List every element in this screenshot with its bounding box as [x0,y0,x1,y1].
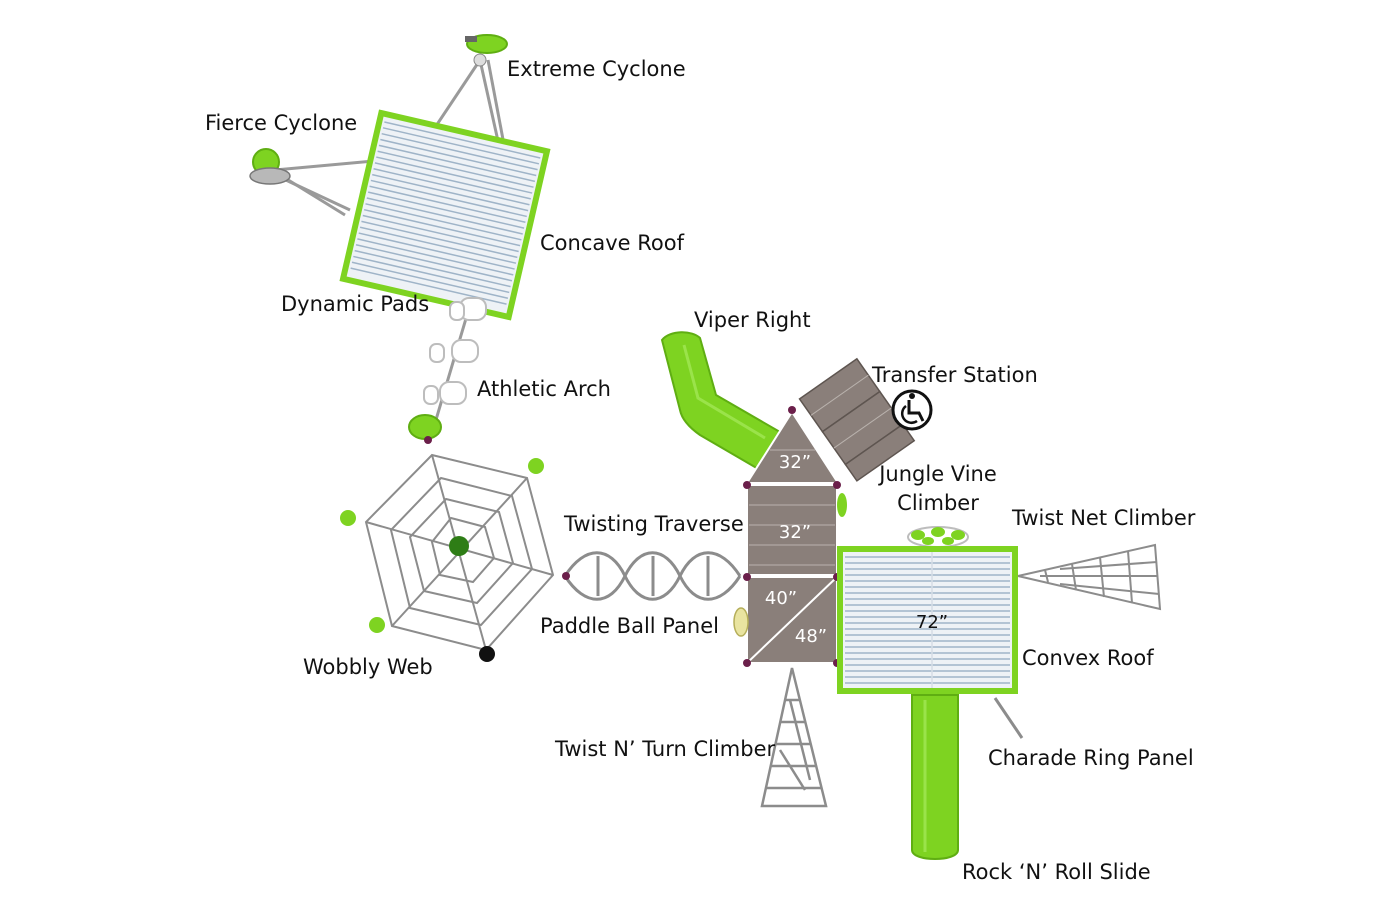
slat-line [362,214,519,253]
slat-line [355,244,513,282]
transfer-station [798,357,916,482]
label-wobbly-web: Wobbly Web [303,655,433,679]
label-convex-roof: Convex Roof [1022,646,1154,670]
slat-line [370,179,527,218]
concave-roof [339,109,551,321]
label-dynamic-pads: Dynamic Pads [281,292,429,316]
paddle-ball-post [562,572,570,580]
rock-n-roll-slide [911,694,959,860]
twisting-traverse [563,551,742,601]
label-concave-roof: Concave Roof [540,231,685,255]
deck-height-middle: 32” [779,522,811,543]
athletic-arch [408,297,487,444]
label-charade-ring-panel: Charade Ring Panel [988,746,1194,770]
slat-line [368,191,525,229]
slat-line [365,203,522,241]
slat-line [377,150,534,188]
wobbly-web-hubs [340,458,544,662]
convex-roof [837,546,1018,694]
paddle-ball-disc [733,607,749,637]
deck-height-top: 32” [779,452,811,473]
cyclone-frames [274,59,507,217]
label-twist-n-turn: Twist N’ Turn Climber [554,737,776,761]
slat-line [374,162,531,200]
twist-net-climber [1017,543,1162,611]
slat-line [353,255,510,294]
label-paddle-ball-panel: Paddle Ball Panel [540,614,719,638]
slat-line [351,261,509,300]
slat-line [384,121,541,159]
label-twist-net-climber: Twist Net Climber [1011,506,1196,530]
vine-leaf-accent [837,493,847,517]
slat-line [366,197,523,235]
viper-right-slide [660,331,782,472]
deck-height-lower-right: 48” [795,626,827,647]
twist-n-turn-climber [760,667,828,808]
deck-middle [746,484,838,576]
slat-line [354,249,511,288]
deck-height-lower-left: 40” [765,588,797,609]
slat-line [363,208,521,247]
jungle-vine-climber [907,526,969,548]
slat-line [373,168,530,206]
deck-triangle [745,410,840,484]
slat-line [380,138,537,177]
slat-line [358,232,515,270]
wheelchair-icon [891,389,933,431]
label-extreme-cyclone: Extreme Cyclone [507,57,686,81]
extreme-cyclone-seat [465,34,508,67]
slat-line [381,132,538,171]
label-twisting-traverse: Twisting Traverse [563,512,744,536]
slat-line [361,220,518,259]
slat-line [357,238,514,276]
slat-line [378,144,536,183]
charade-ring-panel-shape [993,697,1024,739]
fierce-cyclone-seat [249,148,291,185]
label-jungle-vine-line2: Climber [897,491,979,515]
slat-line [376,156,533,194]
deck-height-roof: 72” [916,612,948,633]
slat-line [382,127,540,165]
label-fierce-cyclone: Fierce Cyclone [205,111,357,135]
slat-line [369,185,526,224]
label-rock-n-roll-slide: Rock ‘N’ Roll Slide [962,860,1151,884]
label-viper-right: Viper Right [694,308,811,332]
slat-line [372,173,529,212]
label-transfer-station: Transfer Station [871,363,1038,387]
slat-line [359,226,517,264]
label-athletic-arch: Athletic Arch [477,377,611,401]
label-jungle-vine-line1: Jungle Vine [877,462,997,486]
